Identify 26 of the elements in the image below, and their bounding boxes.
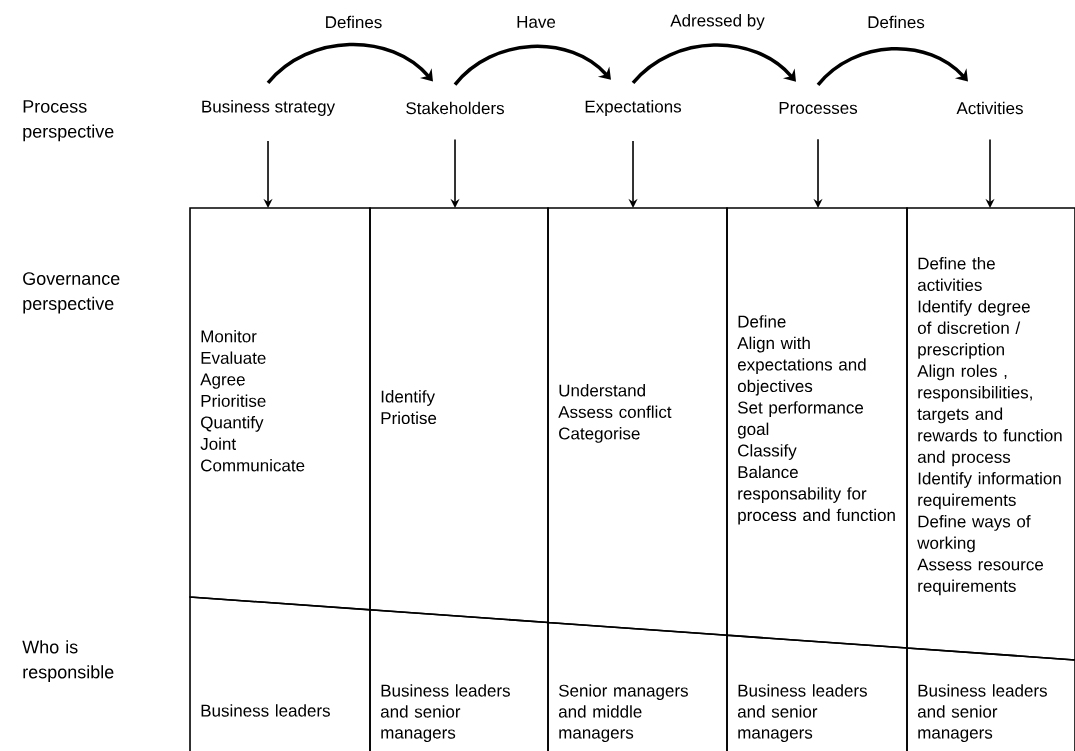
process-label: Expectations (585, 100, 682, 116)
governance-cell: Define the activities Identify degree of discretion / prescription Align roles , responsibilities, targets and rewards to function and process Identify information requirements Define ways of working Assess resource requirements (906, 207, 1075, 661)
governance-cell: Identify Priotise (369, 207, 549, 624)
curved-arrow (631, 43, 796, 85)
governance-cell: Monitor Evaluate Agree Prioritise Quantify Joint Communicate (189, 207, 371, 611)
process-label: Business strategy (202, 100, 336, 116)
responsibility-cell: Business leaders and senior managers (726, 634, 908, 751)
responsibility-cell: Business leaders and senior managers (906, 647, 1075, 751)
row-heading: Who is responsible (22, 640, 114, 682)
edge-label: Adressed by (668, 12, 767, 32)
process-label: Stakeholders (406, 101, 504, 115)
governance-cell: Define Align with expectations and objectives Set performance goal Classify Balance responsability for process and function (726, 207, 908, 649)
curved-arrow (453, 44, 611, 86)
process-label: Activities (956, 101, 1023, 115)
responsibility-cell: Business leaders (189, 596, 371, 751)
row-heading: Governance perspective (23, 272, 120, 314)
curved-arrow (266, 42, 433, 85)
row-heading: Process perspective (23, 100, 114, 142)
edge-label: Defines (865, 13, 927, 31)
process-label: Processes (779, 102, 858, 114)
responsibility-cell: Business leaders and senior managers (369, 608, 549, 751)
edge-label: Defines (322, 13, 385, 31)
curved-arrow (816, 47, 968, 87)
responsibility-cell: Senior managers and middle managers (547, 621, 728, 751)
governance-cell: Understand Assess conflict Categorise (547, 207, 728, 637)
edge-label: Have (514, 14, 558, 30)
